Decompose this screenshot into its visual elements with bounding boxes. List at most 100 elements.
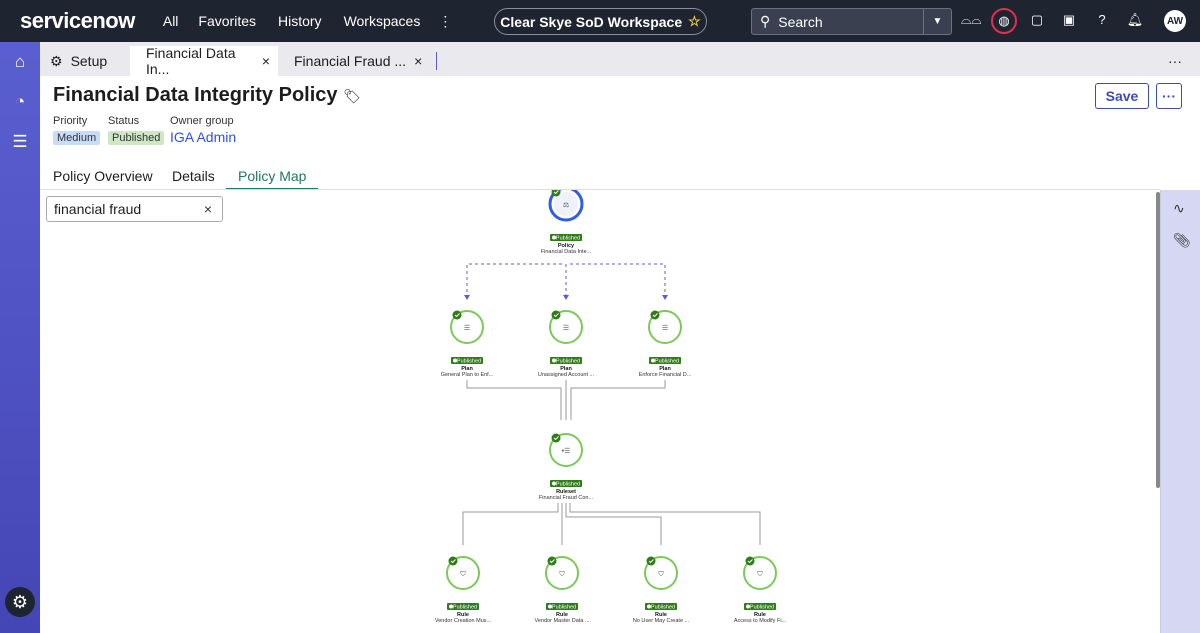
node-type-icon: •☰	[562, 448, 571, 455]
node-name: Financial Fraud Con...	[539, 495, 594, 501]
tab-financial-fraud[interactable]: Financial Fraud ... ×	[286, 46, 445, 76]
node-type: Rule	[754, 612, 766, 618]
help-icon[interactable]: ?	[1098, 12, 1106, 27]
node-type: Rule	[457, 612, 469, 618]
node-name: Access to Modify Fi...	[734, 618, 787, 624]
tab-label: Financial Fraud ...	[294, 53, 407, 69]
globe-icon[interactable]: ◍	[991, 8, 1017, 34]
node-type-icon: ⛉	[559, 570, 565, 578]
node-type: Policy	[558, 243, 575, 249]
node-name: Enforce Financial D...	[639, 372, 692, 378]
chat-icon[interactable]: ▢	[1030, 12, 1044, 27]
owner-group-link[interactable]: IGA Admin	[170, 129, 237, 145]
workspace-button[interactable]: Clear Skye SoD Workspace ☆	[494, 8, 707, 35]
check-icon	[646, 556, 656, 566]
activity-icon[interactable]: ∿	[1173, 200, 1185, 216]
settings-gear-icon[interactable]: ⚙	[5, 587, 35, 617]
arrow-icon	[563, 295, 569, 300]
map-filter-input[interactable]: financial fraud ×	[46, 196, 223, 222]
node-type-icon: ⚖	[563, 201, 569, 209]
tab-setup[interactable]: ⚙Setup	[42, 46, 115, 76]
node-name: No User May Create ...	[633, 618, 690, 624]
home-icon[interactable]: ⌂	[14, 52, 26, 71]
nav-all[interactable]: All	[162, 13, 179, 29]
node-name: Vendor Creation Mus...	[435, 618, 492, 624]
node-name: Unassigned Account ...	[538, 372, 595, 378]
check-icon	[745, 556, 755, 566]
badge-label: Published	[556, 236, 580, 242]
status-badge: Published	[108, 131, 165, 145]
page-title: Financial Data Integrity Policy 🏷︎	[53, 84, 361, 106]
nav-more-icon[interactable]: ⋮	[438, 12, 453, 29]
workspace-label: Clear Skye SoD Workspace	[500, 13, 683, 30]
search-placeholder: Search	[778, 13, 823, 30]
scrollbar[interactable]	[1156, 192, 1160, 488]
check-icon	[551, 433, 561, 443]
filter-value: financial fraud	[54, 201, 142, 217]
close-icon[interactable]: ×	[261, 53, 270, 69]
node-name: General Plan to Enf...	[441, 372, 494, 378]
node-type: Plan	[659, 366, 671, 372]
tab-details[interactable]: Details	[172, 168, 215, 184]
node-type: Rule	[556, 612, 568, 618]
bell-icon[interactable]: 🔔︎	[1126, 12, 1144, 27]
close-icon[interactable]: ×	[414, 53, 423, 69]
arrow-icon	[662, 295, 668, 300]
priority-badge: Medium	[53, 131, 101, 145]
node-type-icon: ☰	[662, 325, 668, 332]
node-type: Ruleset	[556, 489, 576, 495]
check-icon	[452, 310, 462, 320]
search-input[interactable]: ⚲Search▼	[751, 8, 952, 35]
tabs-more-button[interactable]: ···	[1168, 53, 1182, 69]
tag-icon[interactable]: 🏷︎	[343, 88, 361, 104]
node-type-icon: ☰	[563, 325, 569, 332]
nav-history[interactable]: History	[278, 13, 322, 29]
tab-financial-data[interactable]: Financial Data In...×	[130, 45, 278, 77]
check-icon	[547, 556, 557, 566]
node-type-icon: ⛉	[658, 570, 664, 578]
avatar[interactable]: AW	[1164, 10, 1186, 32]
search-dropdown-icon[interactable]: ▼	[923, 9, 951, 34]
badge-label: Published	[556, 482, 580, 488]
servicenow-logo[interactable]: servicenow	[20, 8, 135, 33]
save-button[interactable]: Save	[1095, 83, 1149, 109]
node-type-icon: ☰	[464, 325, 470, 332]
gear-icon: ⚙	[50, 52, 63, 69]
node-name: Financial Data Inte...	[541, 249, 592, 255]
published-badge	[550, 357, 582, 364]
clear-icon[interactable]: ×	[203, 201, 212, 217]
more-actions-button[interactable]: ···	[1156, 83, 1182, 109]
published-badge	[447, 603, 479, 610]
attachment-icon[interactable]: 📎︎	[1173, 232, 1191, 248]
tab-policy-overview[interactable]: Policy Overview	[53, 168, 153, 184]
nav-favorites[interactable]: Favorites	[198, 13, 256, 29]
published-badge	[550, 234, 582, 241]
badge-label: Published	[651, 605, 675, 611]
published-badge	[649, 357, 681, 364]
analytics-icon[interactable]: ◔	[14, 92, 26, 111]
edge-policy-plan	[466, 263, 666, 297]
tab-policy-map[interactable]: Policy Map	[226, 168, 319, 190]
workspace-icon[interactable]: ▣	[1062, 12, 1076, 27]
divider	[40, 189, 1160, 190]
list-icon[interactable]: ☰	[12, 132, 28, 151]
impersonate-icon[interactable]: ⌓⌓	[961, 12, 982, 27]
check-icon	[650, 310, 660, 320]
nav-workspaces[interactable]: Workspaces	[343, 13, 421, 29]
edge-plan-ruleset	[466, 380, 666, 420]
star-icon[interactable]: ☆	[688, 13, 701, 29]
badge-label: Published	[457, 359, 481, 365]
